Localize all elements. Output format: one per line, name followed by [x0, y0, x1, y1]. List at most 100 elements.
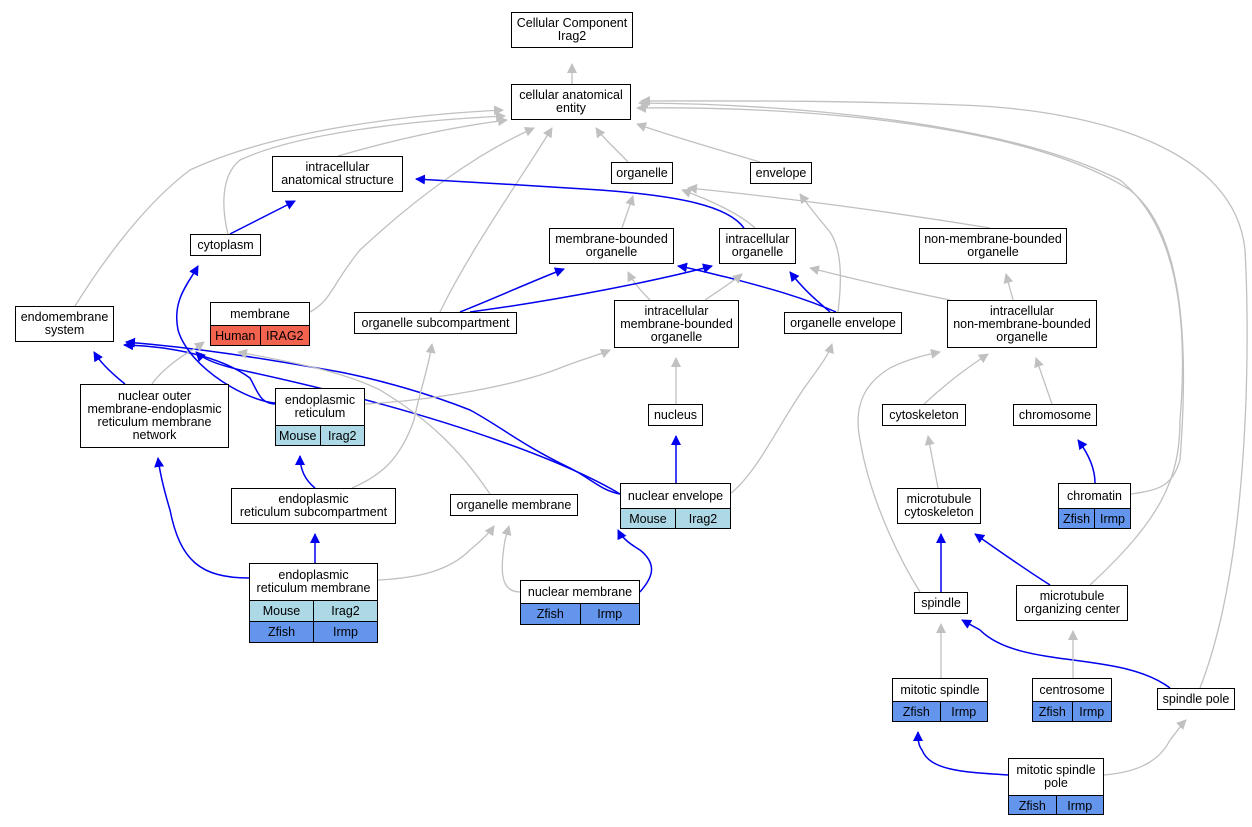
gene-cell: Irag2	[675, 509, 730, 528]
node-label: organelle envelope	[790, 315, 896, 330]
node-osub[interactable]: organelle subcompartment	[354, 312, 517, 334]
node-mtoc[interactable]: microtubule organizing center	[1016, 585, 1128, 621]
edge-imbo-to-io	[704, 273, 743, 301]
species-cell: Mouse	[621, 509, 675, 528]
node-label: organelle	[616, 165, 668, 180]
node-imbo[interactable]: intracellular membrane-bounded organelle	[614, 300, 739, 348]
edge-osub-to-cae	[439, 127, 553, 313]
edge-inmbo-to-io	[809, 265, 951, 301]
edge-io-to-ias	[415, 174, 745, 229]
edge-oenv-to-envelope	[799, 193, 842, 313]
edge-chromatin-to-cae	[636, 102, 1185, 495]
node-nomer[interactable]: nuclear outer membrane-endoplasmic retic…	[80, 384, 229, 448]
node-cae[interactable]: cellular anatomical entity	[511, 84, 631, 120]
node-nmbo[interactable]: non-membrane-bounded organelle	[919, 228, 1067, 264]
gene-cell: Irmp	[579, 604, 639, 624]
edge-chromatin-to-chromosome	[1077, 439, 1096, 484]
node-mtcyto[interactable]: microtubule cytoskeleton	[897, 488, 981, 524]
node-ersub[interactable]: endoplasmic reticulum subcompartment	[231, 488, 396, 524]
node-label: centrosome	[1039, 682, 1105, 697]
node-label: intracellular membrane-bounded organelle	[620, 303, 733, 344]
node-label: spindle	[921, 595, 961, 610]
edge-nenv-to-oenv	[729, 343, 834, 495]
edge-msp-to-spole	[1103, 719, 1187, 776]
edge-nmem-to-nenv	[617, 529, 653, 593]
node-label: nuclear envelope	[627, 488, 724, 503]
edge-mtoc-to-cae	[638, 98, 1184, 586]
node-cytoskeleton[interactable]: cytoskeleton	[882, 404, 966, 426]
edge-envelope-to-cae	[636, 122, 761, 163]
gene-cell: Irmp	[1094, 509, 1130, 528]
edge-imbo-to-mbo	[627, 271, 651, 301]
node-label: cellular anatomical entity	[519, 88, 623, 115]
edge-mtoc-to-mtcyto	[974, 533, 1051, 586]
edge-er-to-imbo	[364, 348, 611, 405]
node-spindle[interactable]: spindle	[914, 592, 968, 614]
edge-mbo-to-organelle	[621, 195, 635, 229]
edge-ersub-to-er	[295, 455, 316, 489]
edge-er-to-cytoplasm	[176, 265, 277, 404]
node-label: endoplasmic reticulum membrane	[256, 568, 371, 595]
gene-cell: Irag2	[313, 601, 377, 621]
node-label: mitotic spindle	[900, 682, 980, 697]
node-label: intracellular organelle	[725, 232, 790, 259]
node-spole[interactable]: spindle pole	[1157, 688, 1235, 710]
species-cell: Zfish	[521, 604, 580, 624]
species-cell: Mouse	[276, 426, 320, 445]
species-cell: Zfish	[893, 702, 940, 721]
node-label: mitotic spindle pole	[1016, 763, 1096, 790]
gene-cell: Irmp	[313, 622, 377, 642]
node-label: organelle membrane	[456, 497, 572, 512]
node-cytoplasm[interactable]: cytoplasm	[190, 234, 261, 256]
node-ias[interactable]: intracellular anatomical structure	[272, 156, 403, 192]
species-cell: Mouse	[250, 601, 313, 621]
node-inmbo[interactable]: intracellular non-membrane-bounded organ…	[947, 300, 1097, 348]
edge-msp-to-mspindle	[913, 731, 1009, 776]
edge-chromosome-to-inmbo	[1034, 357, 1053, 405]
node-endomembrane[interactable]: endomembrane system	[15, 306, 114, 342]
edge-io-to-organelle	[681, 188, 756, 229]
node-organelle[interactable]: organelle	[611, 162, 673, 184]
edge-mtcyto-to-cytoskeleton	[924, 435, 939, 489]
gene-cell: Irmp	[1071, 702, 1111, 721]
node-envelope[interactable]: envelope	[750, 162, 812, 184]
node-nucleus[interactable]: nucleus	[648, 404, 703, 426]
node-omem[interactable]: organelle membrane	[450, 494, 578, 516]
gene-cell: Irag2	[319, 426, 364, 445]
node-label: membrane	[230, 306, 290, 321]
node-label: nucleus	[653, 407, 698, 422]
edge-membrane-to-cae	[309, 127, 535, 313]
edge-er-to-endomembrane	[123, 340, 277, 405]
edge-inmbo-to-nmbo	[1003, 273, 1014, 301]
edge-osub-to-mbo	[459, 267, 565, 313]
edge-cytoplasm-to-cae	[223, 111, 506, 235]
node-root[interactable]: Cellular Component Irag2	[511, 12, 633, 48]
node-io[interactable]: intracellular organelle	[719, 228, 796, 264]
edge-erm-to-omem	[377, 525, 495, 581]
node-label: microtubule organizing center	[1024, 589, 1120, 616]
node-label: microtubule cytoskeleton	[904, 492, 974, 519]
node-mbo[interactable]: membrane-bounded organelle	[549, 228, 674, 264]
node-label: nuclear outer membrane-endoplasmic retic…	[87, 389, 222, 442]
node-oenv[interactable]: organelle envelope	[784, 312, 902, 334]
edge-omem-to-membrane	[237, 348, 491, 495]
node-label: nuclear membrane	[527, 584, 633, 599]
node-label: organelle subcompartment	[361, 315, 510, 330]
node-chromosome[interactable]: chromosome	[1013, 404, 1097, 426]
